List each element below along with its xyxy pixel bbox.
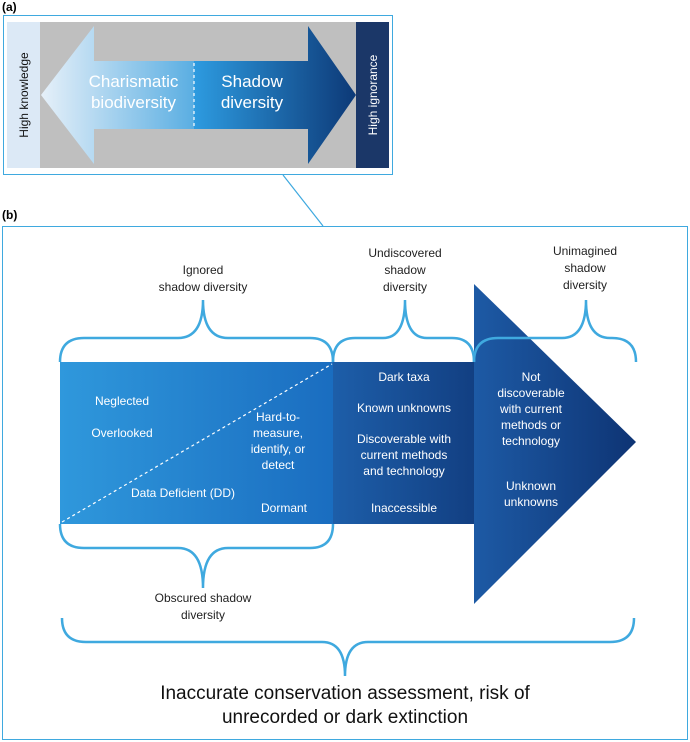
ignored-brace [58, 299, 335, 363]
unimagined-label: Unimagined shadow diversity [552, 244, 618, 292]
unknown-unknowns-label: Unknown unknowns [503, 479, 559, 509]
right-arrow-shape [194, 26, 356, 164]
neglected-label: Neglected [94, 394, 150, 408]
high-knowledge-bar [7, 22, 40, 168]
unimagined-brace [472, 299, 638, 363]
obscured-label: Obscured shadow diversity [154, 591, 252, 622]
obscured-brace [58, 523, 335, 589]
panel-a-frame: High knowledge High ignorance Charismati… [3, 15, 393, 175]
data-deficient-label: Data Deficient (DD) [130, 486, 236, 500]
panel-b-frame [2, 226, 688, 740]
dark-taxa-label: Dark taxa [378, 370, 430, 384]
known-unknowns-label: Known unknowns [356, 401, 452, 415]
panel-b-tag: (b) [2, 208, 18, 222]
overall-brace [60, 617, 636, 677]
diagonal-divider [61, 363, 333, 523]
dormant-label: Dormant [260, 501, 307, 515]
undiscovered-label: Undiscovered shadow diversity [368, 246, 442, 294]
inaccessible-label: Inaccessible [370, 501, 438, 515]
hard-to-measure-label: Hard-to- measure, identify, or detect [250, 410, 306, 472]
discoverable-label: Discoverable with current methods and te… [356, 432, 452, 478]
ignored-label: Ignored shadow diversity [158, 263, 248, 294]
middle-box [333, 362, 475, 524]
arrow-head [474, 284, 636, 604]
conclusion-text: Inaccurate conservation assessment, risk… [160, 683, 530, 728]
left-arrow-shape [41, 26, 194, 164]
panel-a-graphic [7, 22, 389, 168]
undiscovered-brace [331, 299, 476, 363]
not-discoverable-label: Not discoverable with current methods or… [497, 370, 565, 448]
high-ignorance-bar [356, 22, 389, 168]
shadow-diversity-label: Shadow diversity [220, 72, 284, 112]
panel-a-tag: (a) [2, 0, 17, 14]
charismatic-label: Charismatic biodiversity [88, 72, 179, 112]
overlooked-label: Overlooked [91, 426, 153, 440]
